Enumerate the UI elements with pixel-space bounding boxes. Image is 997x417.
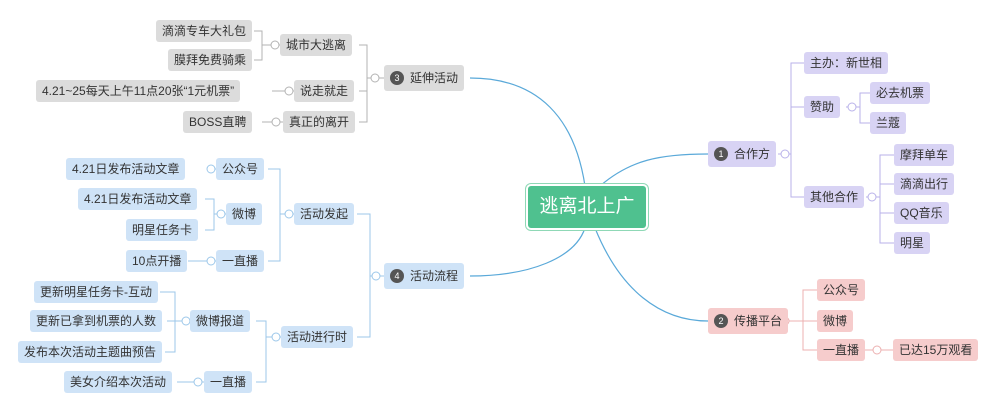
collapse-toggle-icon	[206, 256, 216, 266]
collapse-toggle-icon	[193, 377, 203, 387]
root-topic[interactable]: 逃离北上广	[528, 186, 646, 228]
collapse-toggle-icon	[847, 102, 857, 112]
topic-real-leave[interactable]: 真正的离开	[283, 111, 356, 133]
topic-platform-weibo[interactable]: 微博	[817, 310, 854, 332]
number-badge: 1	[714, 147, 728, 161]
branch-label: 传播平台	[734, 314, 783, 328]
topic-star-task-card[interactable]: 明星任务卡	[126, 219, 199, 241]
topic-theme-song-preview[interactable]: 发布本次活动主题曲预告	[18, 341, 163, 363]
collapse-toggle-icon	[271, 332, 281, 342]
topic-ongoing[interactable]: 活动进行时	[281, 326, 354, 348]
topic-one-yuan-ticket[interactable]: 4.21~25每天上午11点20张“1元机票”	[36, 80, 241, 102]
branch-label: 合作方	[734, 147, 771, 161]
topic-didi-gift[interactable]: 滴滴专车大礼包	[156, 20, 253, 42]
topic-mobike-free[interactable]: 膜拜免费骑乘	[168, 49, 253, 71]
topic-wechat-article[interactable]: 4.21日发布活动文章	[66, 158, 186, 180]
branch-label: 延伸活动	[410, 71, 459, 85]
branch-label: 活动流程	[410, 269, 459, 283]
collapse-toggle-icon	[206, 164, 216, 174]
topic-update-task-card[interactable]: 更新明星任务卡-互动	[34, 281, 158, 303]
branch-extension[interactable]: 3 延伸活动	[384, 65, 465, 91]
collapse-toggle-icon	[867, 192, 877, 202]
topic-didi[interactable]: 滴滴出行	[894, 173, 955, 195]
collapse-toggle-icon	[371, 271, 381, 281]
branch-process[interactable]: 4 活动流程	[384, 263, 465, 289]
topic-mobike[interactable]: 摩拜单车	[894, 144, 955, 166]
topic-wechat-official[interactable]: 公众号	[216, 158, 265, 180]
topic-biqu-ticket[interactable]: 必去机票	[870, 82, 931, 104]
collapse-toggle-icon	[370, 73, 380, 83]
topic-platform-yizhibo[interactable]: 一直播	[817, 339, 866, 361]
topic-just-go[interactable]: 说走就走	[294, 80, 355, 102]
collapse-toggle-icon	[271, 117, 281, 127]
topic-views-150k[interactable]: 已达15万观看	[893, 339, 979, 361]
collapse-toggle-icon	[780, 149, 790, 159]
topic-weibo-report[interactable]: 微博报道	[190, 310, 251, 332]
collapse-toggle-icon	[270, 40, 280, 50]
branch-platforms[interactable]: 2 传播平台	[708, 308, 789, 334]
number-badge: 4	[390, 269, 404, 283]
number-badge: 2	[714, 314, 728, 328]
collapse-toggle-icon	[216, 209, 226, 219]
topic-weibo[interactable]: 微博	[226, 203, 263, 225]
topic-beauty-intro[interactable]: 美女介绍本次活动	[64, 371, 173, 393]
branch-partners[interactable]: 1 合作方	[708, 141, 777, 167]
topic-other-partners[interactable]: 其他合作	[804, 186, 865, 208]
topic-lancome[interactable]: 兰蔻	[870, 112, 907, 134]
topic-launch[interactable]: 活动发起	[294, 203, 355, 225]
topic-sponsor[interactable]: 赞助	[804, 96, 841, 118]
topic-boss-zhipin[interactable]: BOSS直聘	[183, 111, 253, 133]
number-badge: 3	[390, 71, 404, 85]
topic-yizhibo-ongoing[interactable]: 一直播	[204, 371, 253, 393]
topic-city-escape[interactable]: 城市大逃离	[280, 34, 353, 56]
topic-ten-oclock[interactable]: 10点开播	[126, 250, 188, 272]
topic-yizhibo-launch[interactable]: 一直播	[216, 250, 265, 272]
collapse-toggle-icon	[284, 209, 294, 219]
collapse-toggle-icon	[872, 345, 882, 355]
topic-qq-music[interactable]: QQ音乐	[894, 202, 949, 224]
topic-host[interactable]: 主办：新世相	[804, 52, 889, 74]
topic-platform-wechat[interactable]: 公众号	[817, 279, 866, 301]
topic-weibo-article[interactable]: 4.21日发布活动文章	[78, 188, 198, 210]
topic-update-ticket-count[interactable]: 更新已拿到机票的人数	[30, 310, 163, 332]
collapse-toggle-icon	[181, 316, 191, 326]
topic-celebrity[interactable]: 明星	[894, 232, 931, 254]
collapse-toggle-icon	[284, 86, 294, 96]
